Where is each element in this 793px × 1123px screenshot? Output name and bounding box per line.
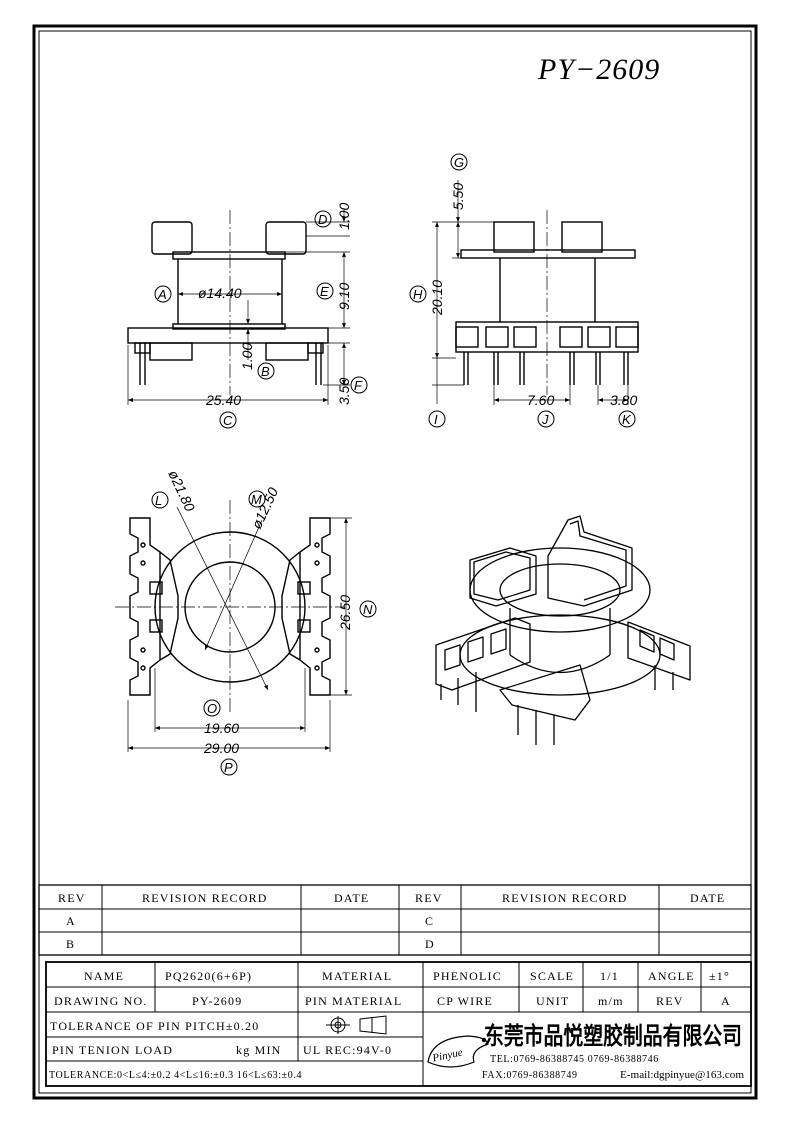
dim-core-diameter: ø14.40 xyxy=(198,285,242,301)
label-n: N xyxy=(359,600,377,618)
label-o: O xyxy=(203,699,221,717)
svg-text:A: A xyxy=(157,287,167,302)
pin-tension-load-label: PIN TENION LOAD xyxy=(52,1043,173,1057)
revision-table xyxy=(38,884,752,956)
label-g: G xyxy=(450,153,468,171)
dim-flange-gap: 9.10 xyxy=(336,283,352,310)
rev-label: REV xyxy=(656,994,684,1008)
company-tel: TEL:0769-86388745 0769-86388746 xyxy=(490,1054,659,1065)
company-fax: FAX:0769-86388749 xyxy=(482,1070,578,1081)
label-e: E xyxy=(316,282,334,300)
dim-pin-pitch-j: 7.60 xyxy=(527,392,554,408)
projection-symbol-icon xyxy=(326,1015,387,1035)
label-b: B xyxy=(257,362,275,380)
title-block xyxy=(45,961,752,1087)
pin-material-label: PIN MATERIAL xyxy=(305,994,402,1008)
revision-record-header-left: REVISION RECORD xyxy=(142,891,268,905)
label-p: P xyxy=(220,758,238,776)
rev-header-right: REV xyxy=(415,891,443,905)
bottom-view xyxy=(115,500,345,715)
front-view-dims xyxy=(127,210,350,405)
svg-text:G: G xyxy=(454,155,464,170)
general-tolerance: TOLERANCE:0<L≤4:±0.2 4<L≤16:±0.3 16<L≤63… xyxy=(49,1070,302,1081)
svg-text:D: D xyxy=(318,212,327,227)
name-value: PQ2620(6+6P) xyxy=(165,969,252,983)
material-value: PHENOLIC xyxy=(433,969,502,983)
drawing-no-label: DRAWING NO. xyxy=(54,994,148,1008)
svg-text:O: O xyxy=(207,701,217,716)
rev-row-c: C xyxy=(425,914,434,928)
dim-top-height: 1.00 xyxy=(336,203,352,230)
unit-value: m/m xyxy=(598,994,624,1008)
pin-material-value: CP WIRE xyxy=(437,994,493,1008)
inner-border xyxy=(38,30,752,1094)
side-view xyxy=(455,210,639,395)
rev-row-d: D xyxy=(425,937,435,951)
pin-tension-load-value: kg MIN xyxy=(236,1043,282,1057)
svg-text:J: J xyxy=(541,412,549,427)
scale-label: SCALE xyxy=(530,969,574,983)
dim-pin-length: 3.50 xyxy=(336,378,352,405)
dim-n-height: 26.50 xyxy=(337,595,353,631)
rev-row-a: A xyxy=(66,914,76,928)
material-label: MATERIAL xyxy=(322,969,392,983)
angle-value: ±1° xyxy=(709,969,730,983)
date-header-right: DATE xyxy=(690,891,725,905)
outer-border xyxy=(32,24,758,1100)
dim-bottom-flange: 1.00 xyxy=(239,343,255,370)
drawing-number-title: PY−2609 xyxy=(537,53,660,86)
rev-header-left: REV xyxy=(58,891,86,905)
angle-label: ANGLE xyxy=(648,969,695,983)
svg-text:L: L xyxy=(155,493,162,508)
label-k: K xyxy=(618,410,636,428)
label-c: C xyxy=(219,411,237,429)
svg-text:B: B xyxy=(261,364,270,379)
side-view-dims xyxy=(432,180,629,405)
label-m: M xyxy=(248,490,266,508)
pinyue-logo: Pinyue xyxy=(427,1035,489,1068)
dim-pin-pitch-k: 3.80 xyxy=(610,392,637,408)
dim-h-height: 20.10 xyxy=(429,280,445,316)
label-d: D xyxy=(314,210,332,228)
rev-value: A xyxy=(721,994,731,1008)
front-view xyxy=(127,210,329,395)
unit-label: UNIT xyxy=(536,994,569,1008)
rev-row-b: B xyxy=(66,937,75,951)
date-header-left: DATE xyxy=(334,891,369,905)
label-h: H xyxy=(409,285,427,303)
logo-word: Pinyue xyxy=(430,1046,463,1064)
svg-text:K: K xyxy=(622,412,632,427)
ul-rating: UL REC:94V-0 xyxy=(303,1043,392,1057)
svg-text:E: E xyxy=(320,284,329,299)
drawing-no-value: PY-2609 xyxy=(192,994,242,1008)
company-email: E-mail:dgpinyue@163.com xyxy=(620,1070,744,1081)
name-label: NAME xyxy=(84,969,124,983)
svg-text:F: F xyxy=(354,378,363,393)
company-name: 东莞市品悦塑胶制品有限公司 xyxy=(484,1022,742,1050)
dim-front-width: 25.40 xyxy=(205,392,241,408)
label-f: F xyxy=(350,376,368,394)
svg-text:N: N xyxy=(363,602,373,617)
dim-l-diameter: ø21.80 xyxy=(165,468,198,514)
dim-p-width: 29.00 xyxy=(203,740,239,756)
scale-value: 1/1 xyxy=(600,969,619,983)
dim-g-height: 5.50 xyxy=(450,183,466,210)
tolerance-pin-pitch: TOLERANCE OF PIN PITCH±0.20 xyxy=(50,1019,259,1033)
dim-o-width: 19.60 xyxy=(204,720,239,736)
label-a: A xyxy=(154,285,172,303)
svg-text:P: P xyxy=(224,760,233,775)
label-l: L xyxy=(151,491,169,509)
bottom-view-dims xyxy=(127,506,352,752)
svg-text:M: M xyxy=(251,492,262,507)
svg-text:C: C xyxy=(223,413,233,428)
isometric-view xyxy=(435,515,691,745)
label-j: J xyxy=(537,410,555,428)
svg-text:H: H xyxy=(413,287,423,302)
revision-record-header-right: REVISION RECORD xyxy=(502,891,628,905)
svg-text:I: I xyxy=(434,412,438,427)
label-i: I xyxy=(428,410,446,428)
